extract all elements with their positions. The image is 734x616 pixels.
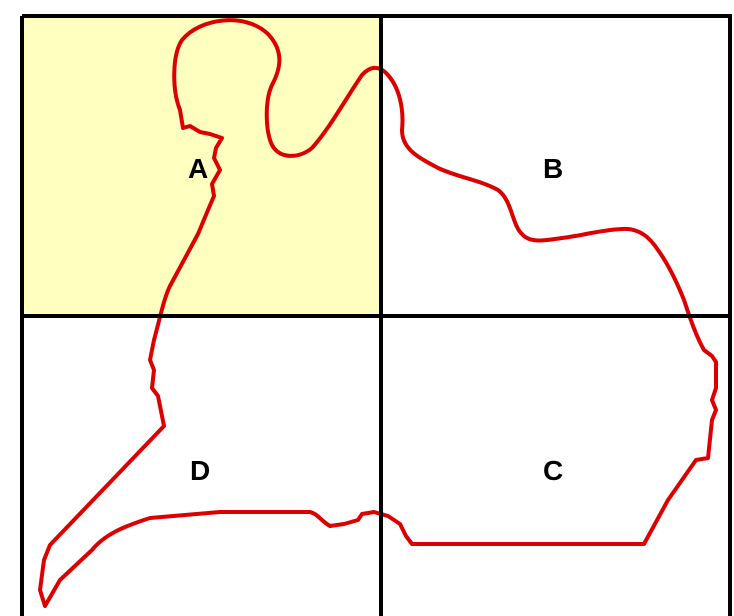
- boundary-outline: [38, 18, 718, 608]
- quadrant-d-cell: [22, 316, 381, 616]
- quadrant-a-cell: [22, 16, 381, 316]
- quadrant-c-label: C: [543, 455, 563, 486]
- quadrant-b-label: B: [543, 153, 563, 184]
- quadrant-b-cell: [381, 16, 730, 316]
- quadrant-c-cell: [381, 316, 730, 616]
- quadrant-d-label: D: [190, 455, 210, 486]
- quadrant-a-label: A: [188, 153, 208, 184]
